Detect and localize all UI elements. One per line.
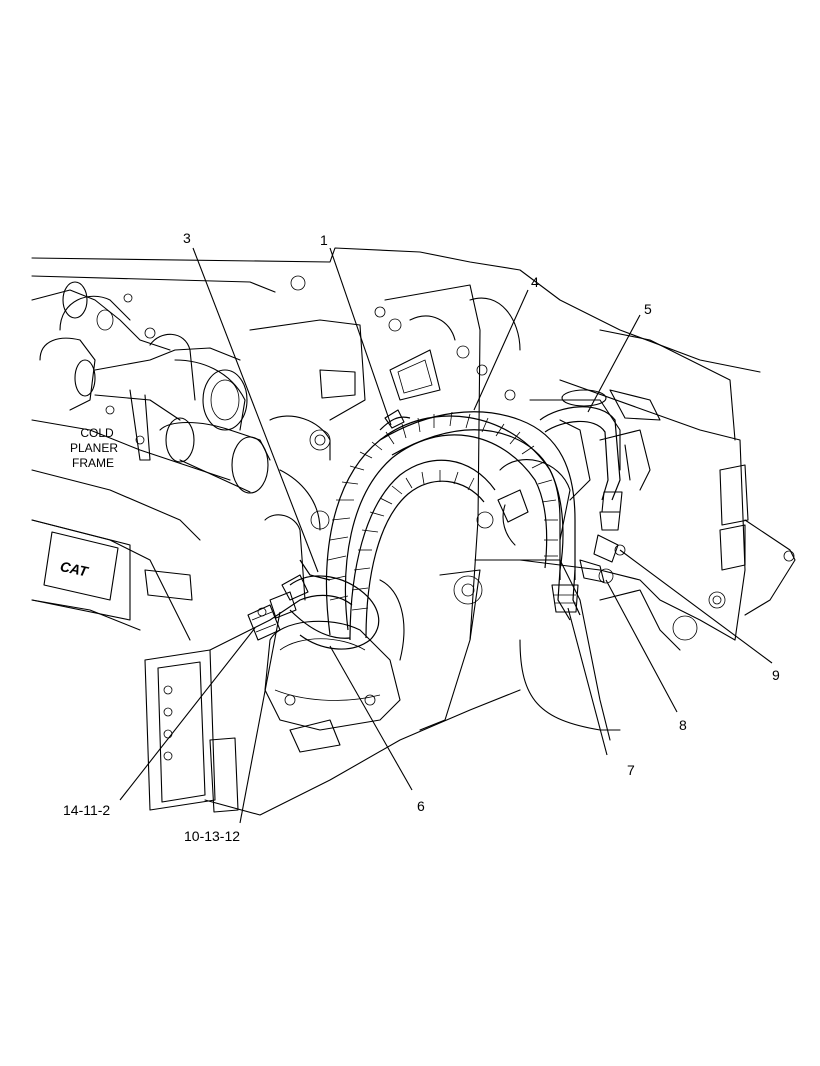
callout-8: 8 bbox=[679, 717, 687, 733]
cold-planer-frame-label: COLD PLANER FRAME bbox=[70, 426, 118, 470]
callout-4: 4 bbox=[531, 274, 539, 290]
leader-8 bbox=[605, 579, 678, 713]
leader-3 bbox=[192, 247, 319, 573]
callout-labels: 3 1 4 5 9 8 7 6 14-11-2 10-13-12 bbox=[63, 230, 780, 844]
frame-label-line-2: PLANER bbox=[70, 441, 118, 455]
frame-label-line-3: FRAME bbox=[72, 456, 114, 470]
central-bracket bbox=[249, 275, 661, 731]
leader-9 bbox=[619, 549, 773, 664]
hose-assembly bbox=[247, 406, 626, 650]
cat-logo-panel: CAT bbox=[31, 519, 193, 621]
leader-4 bbox=[473, 289, 529, 411]
cylinder-assembly bbox=[39, 281, 331, 601]
leader-7 bbox=[567, 607, 608, 756]
callout-14-11-2: 14-11-2 bbox=[63, 802, 110, 818]
callout-5: 5 bbox=[644, 301, 652, 317]
leader-5 bbox=[587, 314, 641, 413]
leader-1 bbox=[329, 247, 392, 426]
callout-6: 6 bbox=[417, 798, 425, 814]
leader-6 bbox=[329, 645, 413, 791]
callout-10-13-12: 10-13-12 bbox=[184, 828, 240, 844]
leader-10-13-12 bbox=[239, 611, 281, 824]
callout-3: 3 bbox=[183, 230, 191, 246]
callout-9: 9 bbox=[772, 667, 780, 683]
callout-1: 1 bbox=[320, 232, 328, 248]
pump-housing bbox=[264, 579, 405, 753]
callout-leaders bbox=[119, 247, 773, 824]
callout-7: 7 bbox=[627, 762, 635, 778]
cat-logo-text: CAT bbox=[59, 558, 91, 580]
leader-14-11-2 bbox=[119, 627, 256, 801]
spiral-wrap bbox=[327, 411, 558, 611]
frame-label-line-1: COLD bbox=[80, 426, 114, 440]
